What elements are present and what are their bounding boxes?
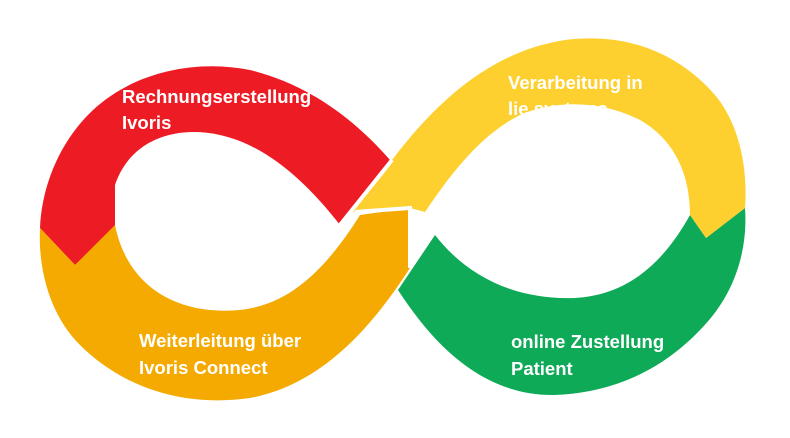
segment-weiterleitung bbox=[39, 208, 411, 401]
segment-separators bbox=[338, 158, 412, 268]
label-orange-line1: Weiterleitung über bbox=[139, 330, 301, 351]
label-orange: Weiterleitung über Ivoris Connect bbox=[139, 330, 306, 378]
segment-rechnungserstellung bbox=[40, 66, 390, 265]
label-yellow-line1: Verarbeitung in bbox=[508, 72, 643, 93]
label-green-line2: Patient bbox=[511, 358, 573, 379]
label-red: Rechnungserstellung Ivoris bbox=[122, 86, 316, 133]
label-green: online Zustellung Patient bbox=[511, 331, 669, 379]
label-yellow: Verarbeitung in lie systems bbox=[508, 72, 648, 119]
label-red-line2: Ivoris bbox=[122, 112, 171, 133]
label-red-line1: Rechnungserstellung bbox=[122, 86, 311, 107]
label-green-line1: online Zustellung bbox=[511, 331, 664, 352]
segment-online-zustellung bbox=[398, 208, 746, 396]
segment-verarbeitung bbox=[340, 38, 746, 239]
label-orange-line2: Ivoris Connect bbox=[139, 357, 268, 378]
label-yellow-line2: lie systems bbox=[508, 98, 608, 119]
